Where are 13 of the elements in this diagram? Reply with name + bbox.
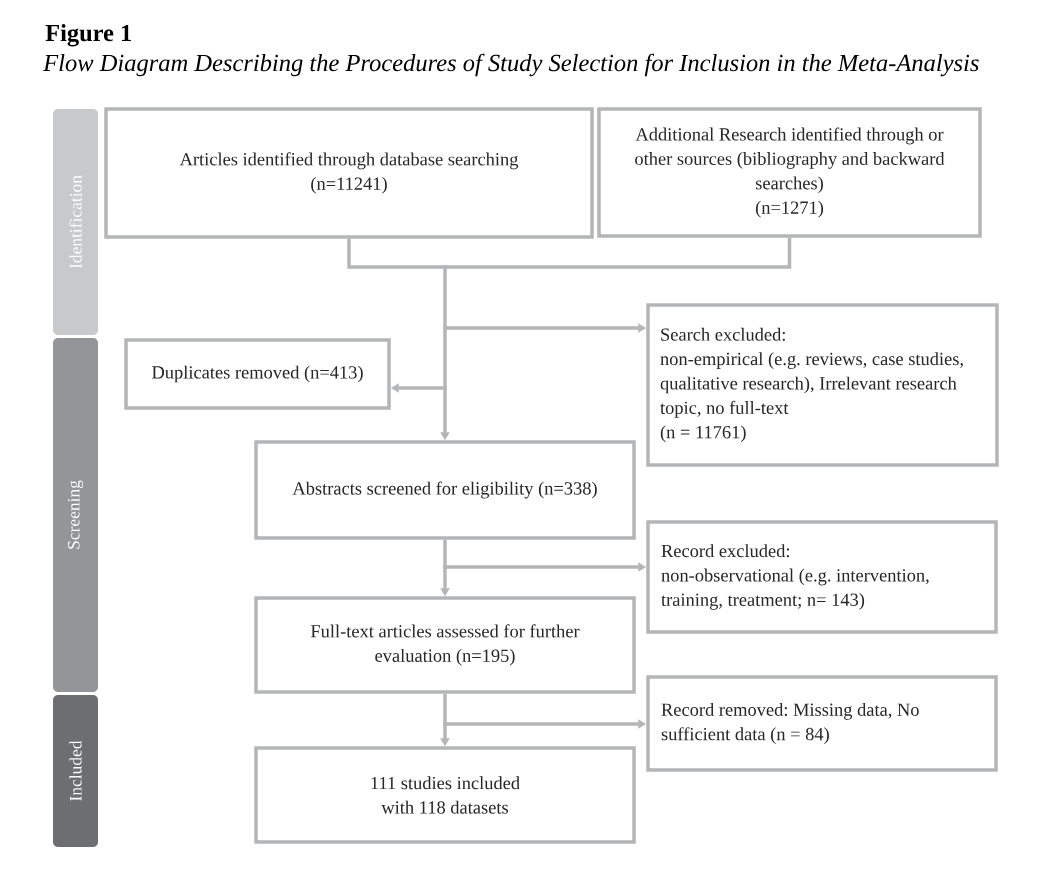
stage-band: Included — [53, 695, 98, 847]
exclusion-box: Duplicates removed (n=413) — [124, 338, 391, 410]
process-box: Articles identified through database searching (n=11241) — [104, 107, 594, 239]
stage-band: Screening — [53, 338, 98, 692]
exclusion-box: Record removed: Missing data, No sufficient data (n = 84) — [646, 675, 998, 772]
process-box: Additional Research identified through or other sources (bibliography and backward searches) (n=1271) — [597, 107, 982, 238]
figure-title: Figure 1 — [45, 24, 131, 47]
exclusion-box: Search excluded: non-empirical (e.g. reviews, case studies, qualitative research), Irrelevant research topic, no full-text (n = 11761) — [646, 303, 999, 467]
figure-caption: Flow Diagram Describing the Procedures of Study Selection for Inclusion in the Meta-Analysis — [43, 53, 979, 77]
exclusion-box: Record excluded: non-observational (e.g. intervention, training, treatment; n= 143) — [646, 520, 998, 634]
process-box: 111 studies included with 118 datasets — [254, 746, 636, 844]
process-box: Full-text articles assessed for further evaluation (n=195) — [254, 596, 636, 694]
process-box: Abstracts screened for eligibility (n=338) — [254, 440, 636, 540]
